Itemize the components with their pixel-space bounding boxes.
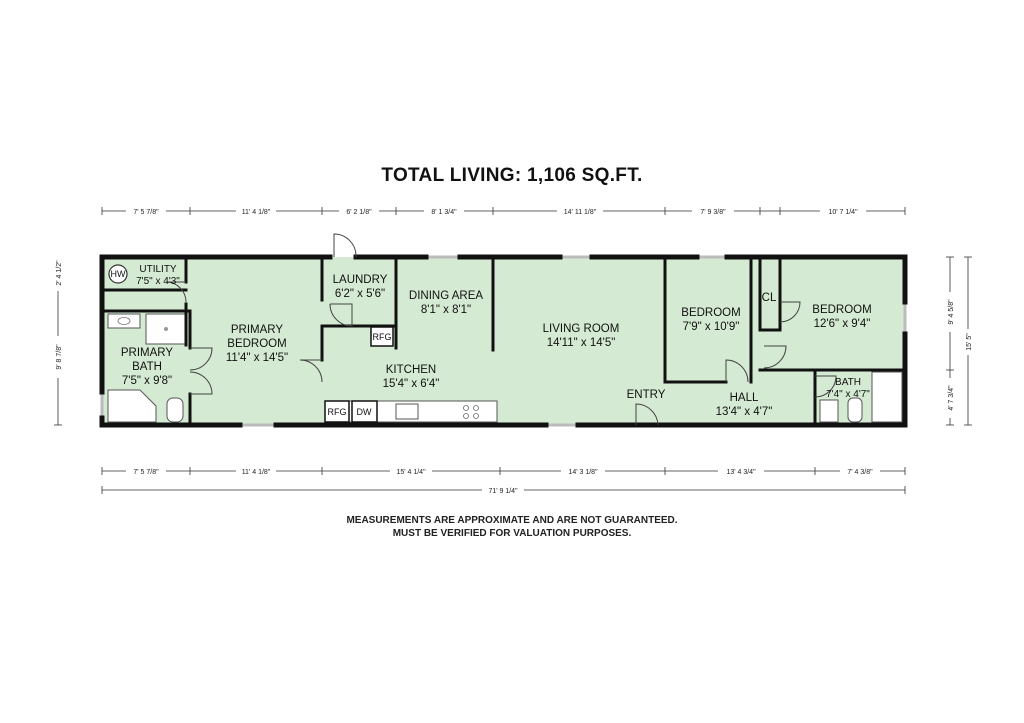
primary-bedroom-name-2: BEDROOM <box>227 338 286 350</box>
right-inner-dimensions: 9' 4 5/8" 4' 7 3/4" <box>945 256 955 426</box>
exterior-walls <box>99 254 908 428</box>
toilet-icon <box>166 397 184 423</box>
stove-burner-icon <box>463 413 469 419</box>
bottom-dim-3: 15' 4 1/4" <box>396 469 426 476</box>
top-dim-2: 11' 4 1/8" <box>242 209 271 216</box>
shower-drain-icon <box>164 327 168 331</box>
doors[interactable] <box>165 233 837 426</box>
primary-bath-size: 7'5" x 9'8" <box>122 375 172 387</box>
water-heater-icon <box>108 264 128 284</box>
right-outer-dimension: 15' 5" <box>963 256 973 426</box>
hall-bath-tub-icon <box>871 371 903 423</box>
outer-wall <box>99 254 908 428</box>
laundry-size: 6'2" x 5'6" <box>335 288 385 300</box>
bedroom-2-size: 7'9" x 10'9" <box>683 321 740 333</box>
front-laundry-door[interactable] <box>333 233 357 258</box>
bedroom-3-size: 12'6" x 9'4" <box>814 318 871 330</box>
overall-dim: 71' 9 1/4" <box>488 488 518 495</box>
kitchen-sink-icon <box>395 403 419 420</box>
closet-door[interactable] <box>779 301 801 323</box>
right-outer-dim: 15' 5" <box>966 333 973 351</box>
bedroom2-wall <box>663 255 728 384</box>
bottom-dim-4: 14' 3 1/8" <box>568 469 598 476</box>
right-inner-dim-1: 9' 4 5/8" <box>948 299 955 325</box>
overall-dimension: 71' 9 1/4" <box>101 485 906 495</box>
top-dim-6: 7' 9 3/8" <box>700 209 726 216</box>
bottom-dim-2: 11' 4 1/8" <box>242 469 271 476</box>
hall-name: HALL <box>730 392 759 404</box>
stove-burner-icon <box>473 413 479 419</box>
bottom-dim-1: 7' 5 7/8" <box>133 469 159 476</box>
windows <box>100 255 907 427</box>
top-dimensions: 7' 5 7/8" 11' 4 1/8" 6' 2 1/8" 8' 1 3/4"… <box>101 206 906 216</box>
room-fills <box>102 257 905 425</box>
corner-tub-icon <box>107 389 157 423</box>
bottom-dim-6: 7' 4 3/8" <box>847 469 873 476</box>
closet-name: CL <box>762 292 777 304</box>
laundry-door[interactable] <box>329 303 353 327</box>
closet-walls <box>758 255 782 332</box>
utility-name: UTILITY <box>139 264 177 275</box>
sink-basin-icon <box>117 317 131 325</box>
hall-bath-toilet-icon <box>847 397 863 423</box>
bottom-dimensions: 7' 5 7/8" 11' 4 1/8" 15' 4 1/4" 14' 3 1/… <box>101 466 906 476</box>
primary-bath-double-door[interactable] <box>189 347 213 395</box>
kitchen-name: KITCHEN <box>386 364 436 376</box>
primary-bedroom-size: 11'4" x 14'5" <box>226 352 288 364</box>
bedroom2-door[interactable] <box>725 359 749 383</box>
refrigerator-kitchen-box <box>324 400 350 423</box>
living-room-size: 14'11" x 14'5" <box>547 337 616 349</box>
utility-size: 7'5" x 4'3" <box>136 276 180 287</box>
bedroom3-door[interactable] <box>763 345 787 369</box>
bottom-dim-5: 13' 4 3/4" <box>726 469 756 476</box>
entry-name: ENTRY <box>627 389 666 401</box>
primary-bath-name-1: PRIMARY <box>121 347 174 359</box>
dishwasher-box <box>351 400 378 423</box>
primary-bedroom-door[interactable] <box>299 359 323 383</box>
disclaimer: MEASUREMENTS ARE APPROXIMATE AND ARE NOT… <box>0 514 1024 540</box>
dining-area-name: DINING AREA <box>409 290 483 302</box>
top-dim-1: 7' 5 7/8" <box>133 209 159 216</box>
laundry-name: LAUNDRY <box>333 274 388 286</box>
bedroom-2-name: BEDROOM <box>681 307 740 319</box>
primary-bath-name-2: BATH <box>132 361 162 373</box>
stove-burner-icon <box>473 405 479 411</box>
disclaimer-line-1: MEASUREMENTS ARE APPROXIMATE AND ARE NOT… <box>346 515 678 526</box>
bedroom-3-name: BEDROOM <box>812 304 871 316</box>
kitchen-size: 15'4" x 6'4" <box>383 378 440 390</box>
interior-walls <box>100 255 907 427</box>
laundry-refrigerator-label: RFG <box>373 332 392 342</box>
right-inner-dim-2: 4' 7 3/4" <box>948 385 955 411</box>
dishwasher-label: DW <box>357 407 372 417</box>
hall-bath-name: BATH <box>835 377 861 388</box>
fixtures <box>107 264 903 423</box>
dining-area-size: 8'1" x 8'1" <box>421 304 471 316</box>
top-dim-3: 6' 2 1/8" <box>346 209 372 216</box>
top-dim-5: 14' 11 1/8" <box>564 209 597 216</box>
water-heater-label: HW <box>111 269 126 279</box>
left-dim-1: 2' 4 1/2" <box>56 260 63 286</box>
plan-title: TOTAL LIVING: 1,106 SQ.FT. <box>381 165 643 186</box>
entry-door[interactable] <box>635 403 659 426</box>
utility-door[interactable] <box>165 281 187 303</box>
primary-bedroom-name-1: PRIMARY <box>231 324 284 336</box>
left-dim-2: 9' 8 7/8" <box>56 344 63 370</box>
left-dimensions: 2' 4 1/2" 9' 8 7/8" <box>53 255 63 426</box>
kitchen-refrigerator-label: RFG <box>328 407 347 417</box>
hall-size: 13'4" x 4'7" <box>716 406 773 418</box>
living-room-name: LIVING ROOM <box>543 323 620 335</box>
disclaimer-line-2: MUST BE VERIFIED FOR VALUATION PURPOSES. <box>392 528 632 539</box>
stove-burner-icon <box>463 405 469 411</box>
hall-bath-sink-icon <box>819 399 839 423</box>
top-dim-4: 8' 1 3/4" <box>431 209 457 216</box>
hall-bath-door[interactable] <box>814 375 837 398</box>
top-dim-7: 10' 7 1/4" <box>828 209 858 216</box>
floor-area <box>102 257 905 425</box>
hall-bath-size: 7'4" x 4'7" <box>826 389 870 400</box>
